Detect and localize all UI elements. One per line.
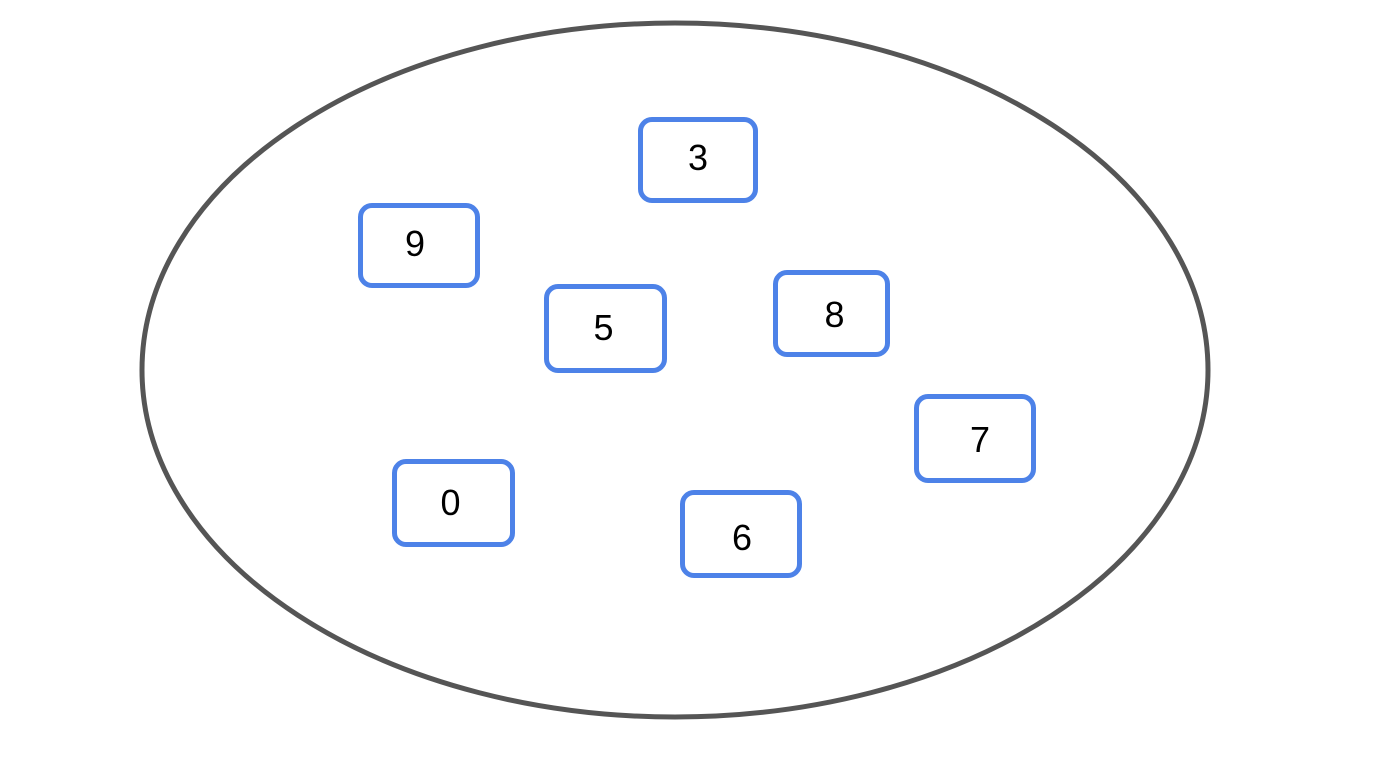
node-label: 9	[404, 222, 426, 264]
node-box-0[interactable]: 0	[392, 459, 515, 547]
node-label: 6	[731, 517, 753, 558]
node-label: 7	[969, 418, 991, 460]
node-label: 3	[687, 137, 709, 178]
node-box-9[interactable]: 9	[358, 203, 480, 288]
node-label: 0	[440, 482, 461, 523]
node-box-8[interactable]: 8	[773, 270, 890, 357]
node-box-6[interactable]: 6	[680, 490, 802, 578]
node-label: 5	[593, 306, 614, 348]
node-box-7[interactable]: 7	[914, 394, 1036, 483]
node-label: 8	[824, 293, 845, 335]
node-box-5[interactable]: 5	[544, 284, 667, 373]
node-box-3[interactable]: 3	[638, 117, 758, 203]
